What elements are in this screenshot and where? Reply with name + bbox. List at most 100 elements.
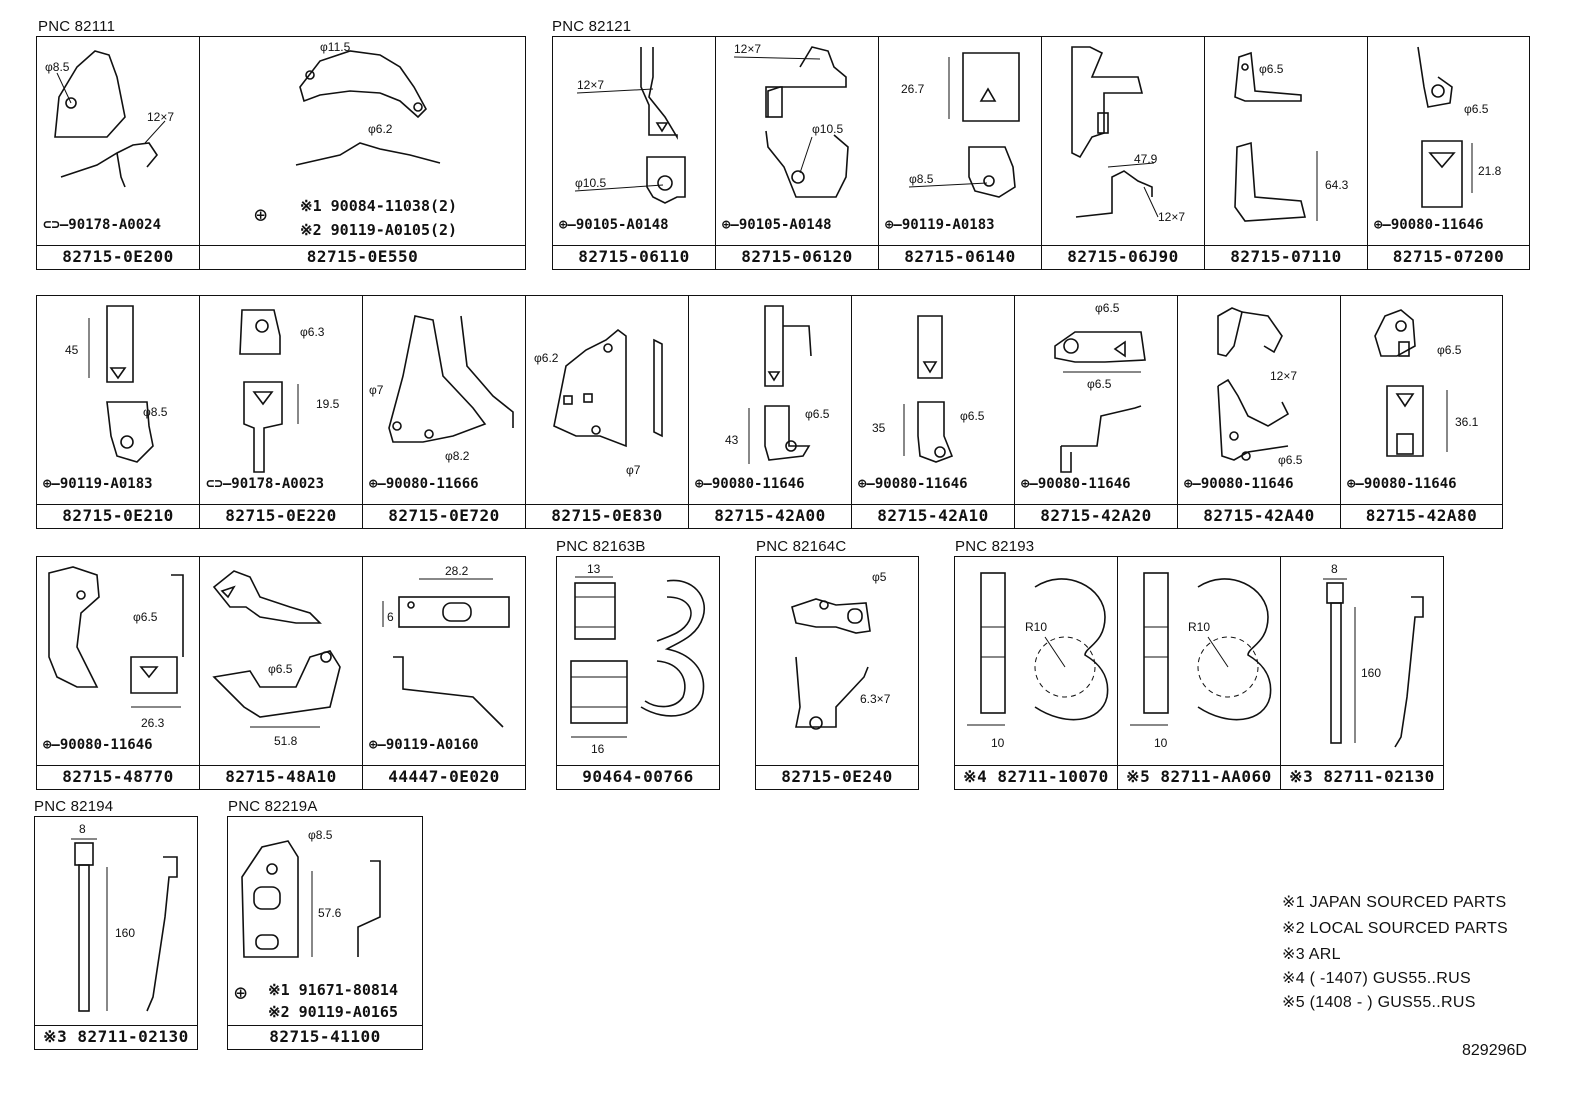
part-cell-82715-42A20[interactable]: φ6.5 φ6.5 ⊕—90080-11646 82715-42A20	[1014, 295, 1178, 529]
dim-label: φ6.5	[1095, 301, 1120, 315]
dim-label: φ6.5	[133, 610, 158, 624]
dim-label: φ8.5	[308, 828, 333, 842]
part-number[interactable]: 82715-06J90	[1042, 245, 1204, 269]
part-cell-82711-10070[interactable]: 10 R10 ※4 82711-10070	[954, 556, 1118, 790]
part-cell-82711-02130-b[interactable]: 8 160 ※3 82711-02130	[34, 816, 198, 1050]
bolt-part-number: ⊕—90080-11666	[369, 476, 479, 492]
part-cell-82711-02130-a[interactable]: 8 160 ※3 82711-02130	[1280, 556, 1444, 790]
part-number[interactable]: ※4 82711-10070	[955, 765, 1117, 789]
part-number[interactable]: 82715-0E830	[526, 504, 688, 528]
dim-label: 6	[387, 610, 394, 624]
part-cell-82715-42A80[interactable]: φ6.5 36.1 ⊕—90080-11646 82715-42A80	[1340, 295, 1503, 529]
bolt-part-number: ⊕—90105-A0148	[722, 217, 832, 233]
bolt-part-number: ⊕—90080-11646	[1021, 476, 1131, 492]
part-cell-82715-42A00[interactable]: 43 φ6.5 ⊕—90080-11646 82715-42A00	[688, 295, 852, 529]
dim-label: 35	[872, 421, 886, 435]
bolt-part-number: ⊕—90119-A0183	[885, 217, 995, 233]
part-number[interactable]: 82715-0E720	[363, 504, 525, 528]
part-number[interactable]: 82715-06120	[716, 245, 878, 269]
part-cell-82715-48770[interactable]: φ6.5 26.3 ⊕—90080-11646 82715-48770	[36, 556, 200, 790]
bolt-number: 90119-A0183	[59, 476, 153, 492]
dim-label: 57.6	[318, 906, 342, 920]
bolt-number: 90119-A0183	[901, 217, 995, 233]
part-number[interactable]: 82715-06140	[879, 245, 1041, 269]
bolt-number: 90080-11646	[1363, 476, 1457, 492]
part-cell-82715-06120[interactable]: 12×7 φ10.5 ⊕—90105-A0148 82715-06120	[715, 36, 879, 270]
part-cell-82715-06140[interactable]: 26.7 φ8.5 ⊕—90119-A0183 82715-06140	[878, 36, 1042, 270]
note-4: ※4 ( -1407) GUS55..RUS	[1282, 970, 1471, 987]
bolt-part-number: ⊕—90119-A0183	[43, 476, 153, 492]
note-2: ※2 LOCAL SOURCED PARTS	[1282, 920, 1508, 937]
part-number[interactable]: 82715-0E240	[756, 765, 918, 789]
part-number[interactable]: ※3 82711-02130	[1281, 765, 1443, 789]
part-cell-82715-0E830[interactable]: φ6.2 φ7 82715-0E830	[525, 295, 689, 529]
pnc-label-82164c: PNC 82164C	[756, 538, 847, 555]
part-cell-82715-42A10[interactable]: 35 φ6.5 ⊕—90080-11646 82715-42A10	[851, 295, 1015, 529]
dim-label: φ6.2	[534, 351, 559, 365]
dim-label: φ7	[626, 463, 641, 477]
dim-label: 36.1	[1455, 415, 1479, 429]
part-number[interactable]: 44447-0E020	[363, 765, 525, 789]
part-number[interactable]: 82715-42A00	[689, 504, 851, 528]
part-number[interactable]: 82715-42A80	[1341, 504, 1502, 528]
dim-label: φ6.2	[368, 122, 393, 136]
pnc-label-82219a: PNC 82219A	[228, 798, 318, 815]
part-number[interactable]: 82715-42A40	[1178, 504, 1340, 528]
dim-label: φ6.5	[1087, 377, 1112, 391]
bolt-number: 90080-11646	[711, 476, 805, 492]
bolt-number: 90080-11646	[1200, 476, 1294, 492]
part-number[interactable]: 82715-48770	[37, 765, 199, 789]
part-cell-82711-AA060[interactable]: 10 R10 ※5 82711-AA060	[1117, 556, 1281, 790]
part-number[interactable]: 82715-0E220	[200, 504, 362, 528]
part-number[interactable]: ※5 82711-AA060	[1118, 765, 1280, 789]
part-cell-82715-06J90[interactable]: 47.9 12×7 82715-06J90	[1041, 36, 1205, 270]
part-number[interactable]: 82715-07110	[1205, 245, 1367, 269]
bolt-number: 90080-11646	[1037, 476, 1131, 492]
dim-label: R10	[1025, 620, 1047, 634]
part-number[interactable]: 82715-0E210	[37, 504, 199, 528]
part-cell-82715-0E240[interactable]: φ5 6.3×7 82715-0E240	[755, 556, 919, 790]
part-cell-44447-0E020[interactable]: 28.2 6 ⊕—90119-A0160 44447-0E020	[362, 556, 526, 790]
part-cell-82715-0E550[interactable]: φ11.5 φ6.2 ⊕ ※1 90084-11038(2) ※2 90119-…	[199, 36, 526, 270]
dim-label: 12×7	[734, 42, 761, 56]
bolt-number: 90178-A0024	[68, 217, 162, 233]
dim-label: φ7	[369, 383, 384, 397]
dim-label: 10	[1154, 736, 1168, 750]
part-number[interactable]: 82715-42A20	[1015, 504, 1177, 528]
dim-label: φ6.5	[960, 409, 985, 423]
part-number[interactable]: 82715-07200	[1368, 245, 1529, 269]
dim-label: 45	[65, 343, 79, 357]
bolt-icon: ⊕	[234, 981, 248, 1006]
part-cell-82715-42A40[interactable]: 12×7 φ6.5 ⊕—90080-11646 82715-42A40	[1177, 295, 1341, 529]
part-cell-82715-07110[interactable]: φ6.5 64.3 82715-07110	[1204, 36, 1368, 270]
dim-label: 160	[115, 926, 135, 940]
dim-label: φ8.5	[909, 172, 934, 186]
part-cell-90464-00766[interactable]: 13 16 90464-00766	[556, 556, 720, 790]
pnc-label-82111: PNC 82111	[38, 18, 116, 35]
part-number[interactable]: 82715-0E200	[37, 245, 199, 269]
part-cell-82715-0E220[interactable]: φ6.3 19.5 ⊂⊃—90178-A0023 82715-0E220	[199, 295, 363, 529]
part-number[interactable]: 82715-06110	[553, 245, 715, 269]
part-number[interactable]: 90464-00766	[557, 765, 719, 789]
dim-label: 12×7	[147, 110, 174, 124]
part-cell-82715-0E720[interactable]: φ7 φ8.2 ⊕—90080-11666 82715-0E720	[362, 295, 526, 529]
pnc-label-82121: PNC 82121	[552, 18, 632, 35]
part-cell-82715-0E210[interactable]: 45 φ8.5 ⊕—90119-A0183 82715-0E210	[36, 295, 200, 529]
part-cell-82715-41100[interactable]: 57.6 φ8.5 ⊕ ※1 91671-80814 ※2 90119-A016…	[227, 816, 423, 1050]
dim-label: φ8.5	[143, 405, 168, 419]
part-number[interactable]: 82715-0E550	[200, 245, 525, 269]
dim-label: 26.3	[141, 716, 165, 730]
pnc-label-82194: PNC 82194	[34, 798, 114, 815]
bolt-part-number: ⊕—90119-A0160	[369, 737, 479, 753]
part-cell-82715-0E200[interactable]: φ8.5 12×7 ⊂⊃—90178-A0024 82715-0E200	[36, 36, 200, 270]
part-number[interactable]: 82715-48A10	[200, 765, 362, 789]
bolt-line-1: ※1 91671-80814	[268, 981, 398, 999]
part-number[interactable]: 82715-41100	[228, 1025, 422, 1049]
part-number[interactable]: 82715-42A10	[852, 504, 1014, 528]
part-cell-82715-06110[interactable]: 12×7 φ10.5 ⊕—90105-A0148 82715-06110	[552, 36, 716, 270]
bolt-number: 90080-11666	[385, 476, 479, 492]
part-cell-82715-48A10[interactable]: φ6.5 51.8 82715-48A10	[199, 556, 363, 790]
part-cell-82715-07200[interactable]: φ6.5 21.8 ⊕—90080-11646 82715-07200	[1367, 36, 1530, 270]
part-number[interactable]: ※3 82711-02130	[35, 1025, 197, 1049]
dim-label: φ6.3	[300, 325, 325, 339]
